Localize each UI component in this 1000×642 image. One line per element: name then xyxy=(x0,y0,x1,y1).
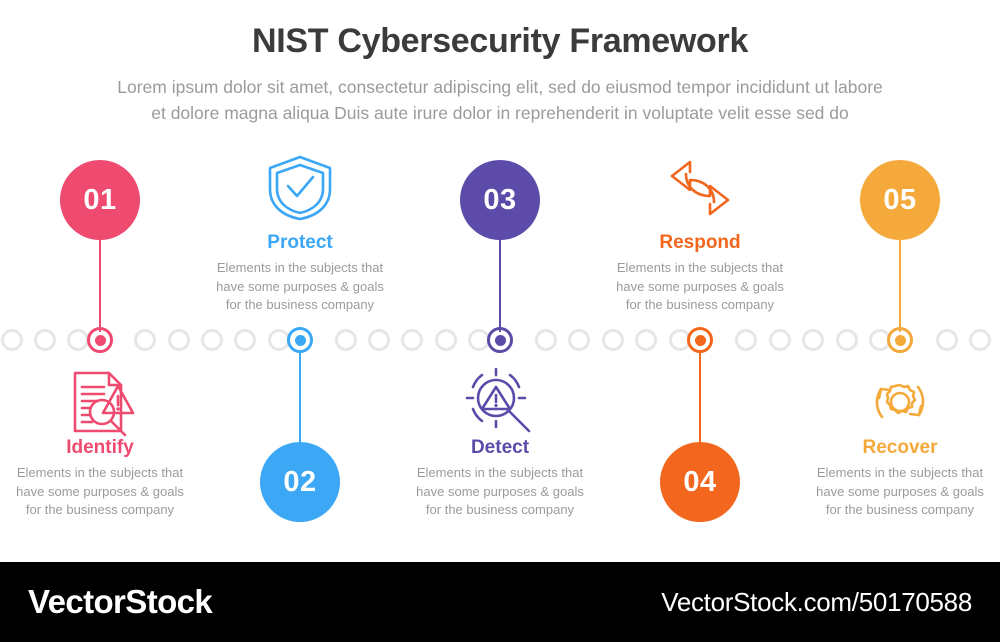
page-title: NIST Cybersecurity Framework xyxy=(251,22,749,60)
step-title: Respond xyxy=(659,232,741,253)
track-dot xyxy=(401,329,424,351)
track-dot xyxy=(635,329,658,351)
step-connector-line xyxy=(499,240,501,332)
vectorstock-url: VectorStock.com/50170588 xyxy=(661,586,972,617)
track-dot xyxy=(334,329,357,351)
step-number-badge-01[interactable]: 01 xyxy=(60,160,140,240)
step-title: Protect xyxy=(267,232,333,253)
step-number-label: 01 xyxy=(83,183,117,216)
magnifier-alert-icon xyxy=(457,366,543,438)
step-desc-line: for the business company xyxy=(225,297,375,312)
track-dot xyxy=(601,329,624,351)
step-desc-line: for the business company xyxy=(625,297,775,312)
vectorstock-logo: VectorStock xyxy=(28,583,213,620)
step-title: Recover xyxy=(862,437,938,458)
step-number-label: 02 xyxy=(283,465,317,498)
step-title: Detect xyxy=(470,437,530,458)
track-dot xyxy=(0,329,23,351)
step-desc-line: for the business company xyxy=(25,502,175,517)
step-number-badge-05[interactable]: 05 xyxy=(860,160,940,240)
step-connector-line xyxy=(699,350,701,442)
step-description: Elements in the subjects that have some p… xyxy=(800,464,1000,520)
track-dot xyxy=(234,329,257,351)
page-subtitle: Lorem ipsum dolor sit amet, consectetur … xyxy=(50,74,950,126)
step-number-badge-02[interactable]: 02 xyxy=(260,442,340,522)
track-dot xyxy=(768,329,791,351)
subtitle-line-1: Lorem ipsum dolor sit amet, consectetur … xyxy=(117,77,883,97)
track-dot xyxy=(935,329,958,351)
shield-check-icon xyxy=(257,152,343,224)
watermark-footer: VectorStock VectorStock.com/50170588 xyxy=(0,562,1000,642)
step-connector-line xyxy=(899,240,901,332)
track-dot xyxy=(134,329,157,351)
step-description: Elements in the subjects that have some p… xyxy=(600,259,800,315)
step-desc-line: Elements in the subjects that xyxy=(816,465,984,480)
step-description: Elements in the subjects that have some p… xyxy=(0,464,200,520)
step-desc-line: Elements in the subjects that xyxy=(616,260,784,275)
track-dot xyxy=(34,329,56,351)
track-dot xyxy=(535,329,557,351)
step-description: Elements in the subjects that have some p… xyxy=(400,464,600,520)
step-desc-line: for the business company xyxy=(825,502,975,517)
step-desc-line: for the business company xyxy=(425,502,575,517)
track-dot xyxy=(167,329,190,351)
step-connector-line xyxy=(99,240,101,332)
track-dot xyxy=(434,329,457,351)
step-number-label: 04 xyxy=(683,465,717,498)
step-desc-line: have some purposes & goals xyxy=(16,483,184,499)
step-desc-line: have some purposes & goals xyxy=(816,483,984,499)
step-title: Identify xyxy=(66,437,134,458)
track-dot xyxy=(568,329,591,351)
step-desc-line: have some purposes & goals xyxy=(216,278,384,294)
track-dot xyxy=(835,329,858,351)
step-desc-line: Elements in the subjects that xyxy=(16,465,184,480)
document-search-alert-icon xyxy=(57,366,143,438)
refresh-arrows-icon xyxy=(657,152,743,224)
step-number-label: 05 xyxy=(883,183,917,216)
step-number-badge-03[interactable]: 03 xyxy=(460,160,540,240)
step-number-label: 03 xyxy=(483,183,517,216)
track-dot xyxy=(969,329,992,351)
gear-cycle-icon xyxy=(857,366,943,438)
track-dot xyxy=(201,329,223,351)
track-dot xyxy=(735,329,758,351)
step-desc-line: have some purposes & goals xyxy=(616,278,784,294)
step-connector-line xyxy=(299,350,301,442)
step-desc-line: Elements in the subjects that xyxy=(216,260,384,275)
step-description: Elements in the subjects that have some p… xyxy=(200,259,400,315)
subtitle-line-2: et dolore magna aliqua Duis aute irure d… xyxy=(151,103,849,123)
step-number-badge-04[interactable]: 04 xyxy=(660,442,740,522)
track-dot xyxy=(802,329,825,351)
track-dot xyxy=(368,329,390,351)
step-desc-line: have some purposes & goals xyxy=(416,483,584,499)
step-desc-line: Elements in the subjects that xyxy=(416,465,584,480)
